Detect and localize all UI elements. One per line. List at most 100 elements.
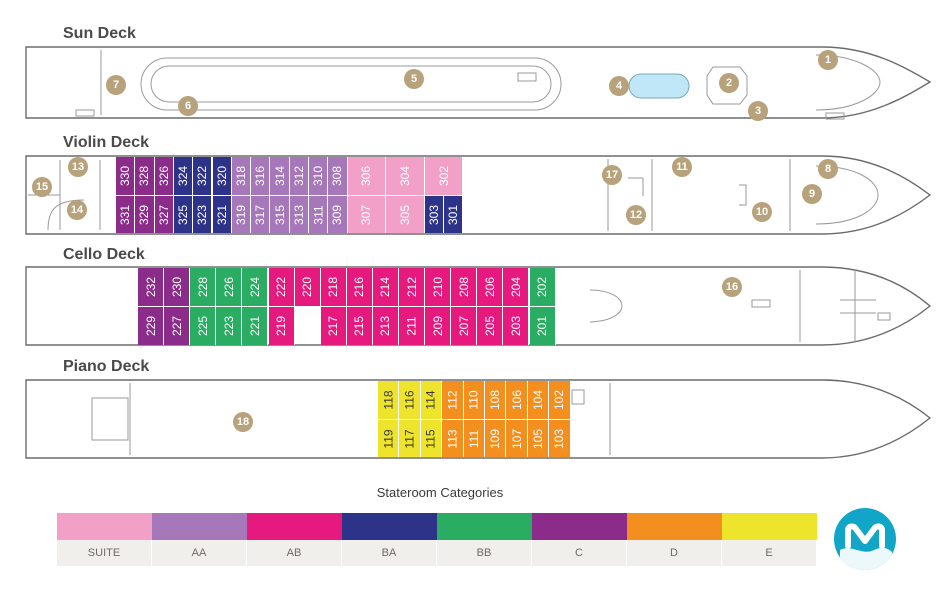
cabin-214[interactable]: 214: [372, 268, 399, 306]
cabin-314[interactable]: 314: [270, 157, 290, 195]
location-marker-7[interactable]: 7: [106, 75, 126, 95]
cabin-206[interactable]: 206: [477, 268, 504, 306]
cabin-229[interactable]: 229: [138, 307, 165, 345]
cabin-305[interactable]: 305: [386, 196, 425, 233]
cabin-226[interactable]: 226: [216, 268, 243, 306]
cabin-107[interactable]: 107: [506, 420, 528, 457]
cabin-210[interactable]: 210: [425, 268, 452, 306]
cabin-217[interactable]: 217: [320, 307, 347, 345]
cabin-number: 312: [291, 165, 306, 187]
cabin-102[interactable]: 102: [549, 381, 571, 419]
cabin-324[interactable]: 324: [173, 157, 194, 195]
cabin-218[interactable]: 218: [320, 268, 347, 306]
cabin-311[interactable]: 311: [309, 196, 329, 233]
cabin-308[interactable]: 308: [328, 157, 348, 195]
location-marker-12[interactable]: 12: [626, 205, 646, 225]
cabin-119[interactable]: 119: [378, 420, 400, 457]
cabin-221[interactable]: 221: [242, 307, 269, 345]
cabin-316[interactable]: 316: [251, 157, 271, 195]
cabin-211[interactable]: 211: [399, 307, 426, 345]
location-marker-18[interactable]: 18: [233, 412, 253, 432]
cabin-110[interactable]: 110: [463, 381, 485, 419]
cabin-216[interactable]: 216: [346, 268, 373, 306]
cabin-228[interactable]: 228: [190, 268, 217, 306]
location-marker-1[interactable]: 1: [818, 50, 838, 70]
location-marker-15[interactable]: 15: [32, 177, 52, 197]
cabin-222[interactable]: 222: [268, 268, 295, 306]
location-marker-3[interactable]: 3: [748, 101, 768, 121]
cabin-302[interactable]: 302: [424, 157, 464, 195]
location-marker-4[interactable]: 4: [609, 76, 629, 96]
location-marker-5[interactable]: 5: [404, 69, 424, 89]
cabin-306[interactable]: 306: [347, 157, 387, 195]
location-marker-10[interactable]: 10: [752, 202, 772, 222]
cabin-304[interactable]: 304: [386, 157, 425, 195]
cabin-108[interactable]: 108: [485, 381, 507, 419]
cabin-230[interactable]: 230: [164, 268, 191, 306]
cabin-113[interactable]: 113: [442, 420, 464, 457]
cabin-307[interactable]: 307: [347, 196, 387, 233]
cabin-225[interactable]: 225: [190, 307, 217, 345]
cabin-303[interactable]: 303: [424, 196, 445, 233]
cabin-112[interactable]: 112: [442, 381, 464, 419]
cabin-number: 227: [169, 315, 184, 337]
cabin-219[interactable]: 219: [268, 307, 295, 345]
cabin-209[interactable]: 209: [425, 307, 452, 345]
cabin-223[interactable]: 223: [216, 307, 243, 345]
cabin-213[interactable]: 213: [372, 307, 399, 345]
cabin-325[interactable]: 325: [173, 196, 194, 233]
cabin-203[interactable]: 203: [503, 307, 530, 345]
location-marker-2[interactable]: 2: [719, 73, 739, 93]
cabin-327[interactable]: 327: [154, 196, 174, 233]
cabin-317[interactable]: 317: [251, 196, 271, 233]
location-marker-11[interactable]: 11: [672, 157, 692, 177]
location-marker-17[interactable]: 17: [602, 165, 622, 185]
cabin-204[interactable]: 204: [503, 268, 530, 306]
cabin-111[interactable]: 111: [463, 420, 485, 457]
cabin-105[interactable]: 105: [527, 420, 550, 457]
cabin-106[interactable]: 106: [506, 381, 528, 419]
cabin-117[interactable]: 117: [399, 420, 421, 457]
cabin-326[interactable]: 326: [154, 157, 174, 195]
cabin-115[interactable]: 115: [420, 420, 443, 457]
location-marker-8[interactable]: 8: [818, 159, 838, 179]
cabin-103[interactable]: 103: [549, 420, 571, 457]
cabin-207[interactable]: 207: [451, 307, 478, 345]
cabin-328[interactable]: 328: [135, 157, 155, 195]
cabin-104[interactable]: 104: [527, 381, 550, 419]
cabin-201[interactable]: 201: [529, 307, 556, 345]
cabin-208[interactable]: 208: [451, 268, 478, 306]
cabin-202[interactable]: 202: [529, 268, 556, 306]
cabin-318[interactable]: 318: [231, 157, 252, 195]
cabin-212[interactable]: 212: [399, 268, 426, 306]
cabin-224[interactable]: 224: [242, 268, 269, 306]
cabin-313[interactable]: 313: [289, 196, 309, 233]
cabin-322[interactable]: 322: [193, 157, 213, 195]
cabin-220[interactable]: 220: [294, 268, 321, 306]
location-marker-14[interactable]: 14: [67, 200, 87, 220]
cabin-227[interactable]: 227: [164, 307, 191, 345]
cabin-323[interactable]: 323: [193, 196, 213, 233]
cabin-329[interactable]: 329: [135, 196, 155, 233]
cabin-312[interactable]: 312: [289, 157, 309, 195]
cabin-315[interactable]: 315: [270, 196, 290, 233]
location-marker-9[interactable]: 9: [802, 184, 822, 204]
cabin-301[interactable]: 301: [444, 196, 464, 233]
cabin-118[interactable]: 118: [378, 381, 400, 419]
cabin-205[interactable]: 205: [477, 307, 504, 345]
cabin-321[interactable]: 321: [212, 196, 232, 233]
cabin-116[interactable]: 116: [399, 381, 421, 419]
cabin-309[interactable]: 309: [328, 196, 348, 233]
location-marker-16[interactable]: 16: [722, 277, 742, 297]
cabin-319[interactable]: 319: [231, 196, 252, 233]
cabin-215[interactable]: 215: [346, 307, 373, 345]
location-marker-6[interactable]: 6: [178, 96, 198, 116]
cabin-109[interactable]: 109: [485, 420, 507, 457]
cabin-320[interactable]: 320: [212, 157, 232, 195]
cabin-310[interactable]: 310: [309, 157, 329, 195]
cabin-232[interactable]: 232: [138, 268, 165, 306]
cabin-114[interactable]: 114: [420, 381, 443, 419]
location-marker-13[interactable]: 13: [68, 157, 88, 177]
cabin-330[interactable]: 330: [116, 157, 136, 195]
cabin-331[interactable]: 331: [116, 196, 136, 233]
